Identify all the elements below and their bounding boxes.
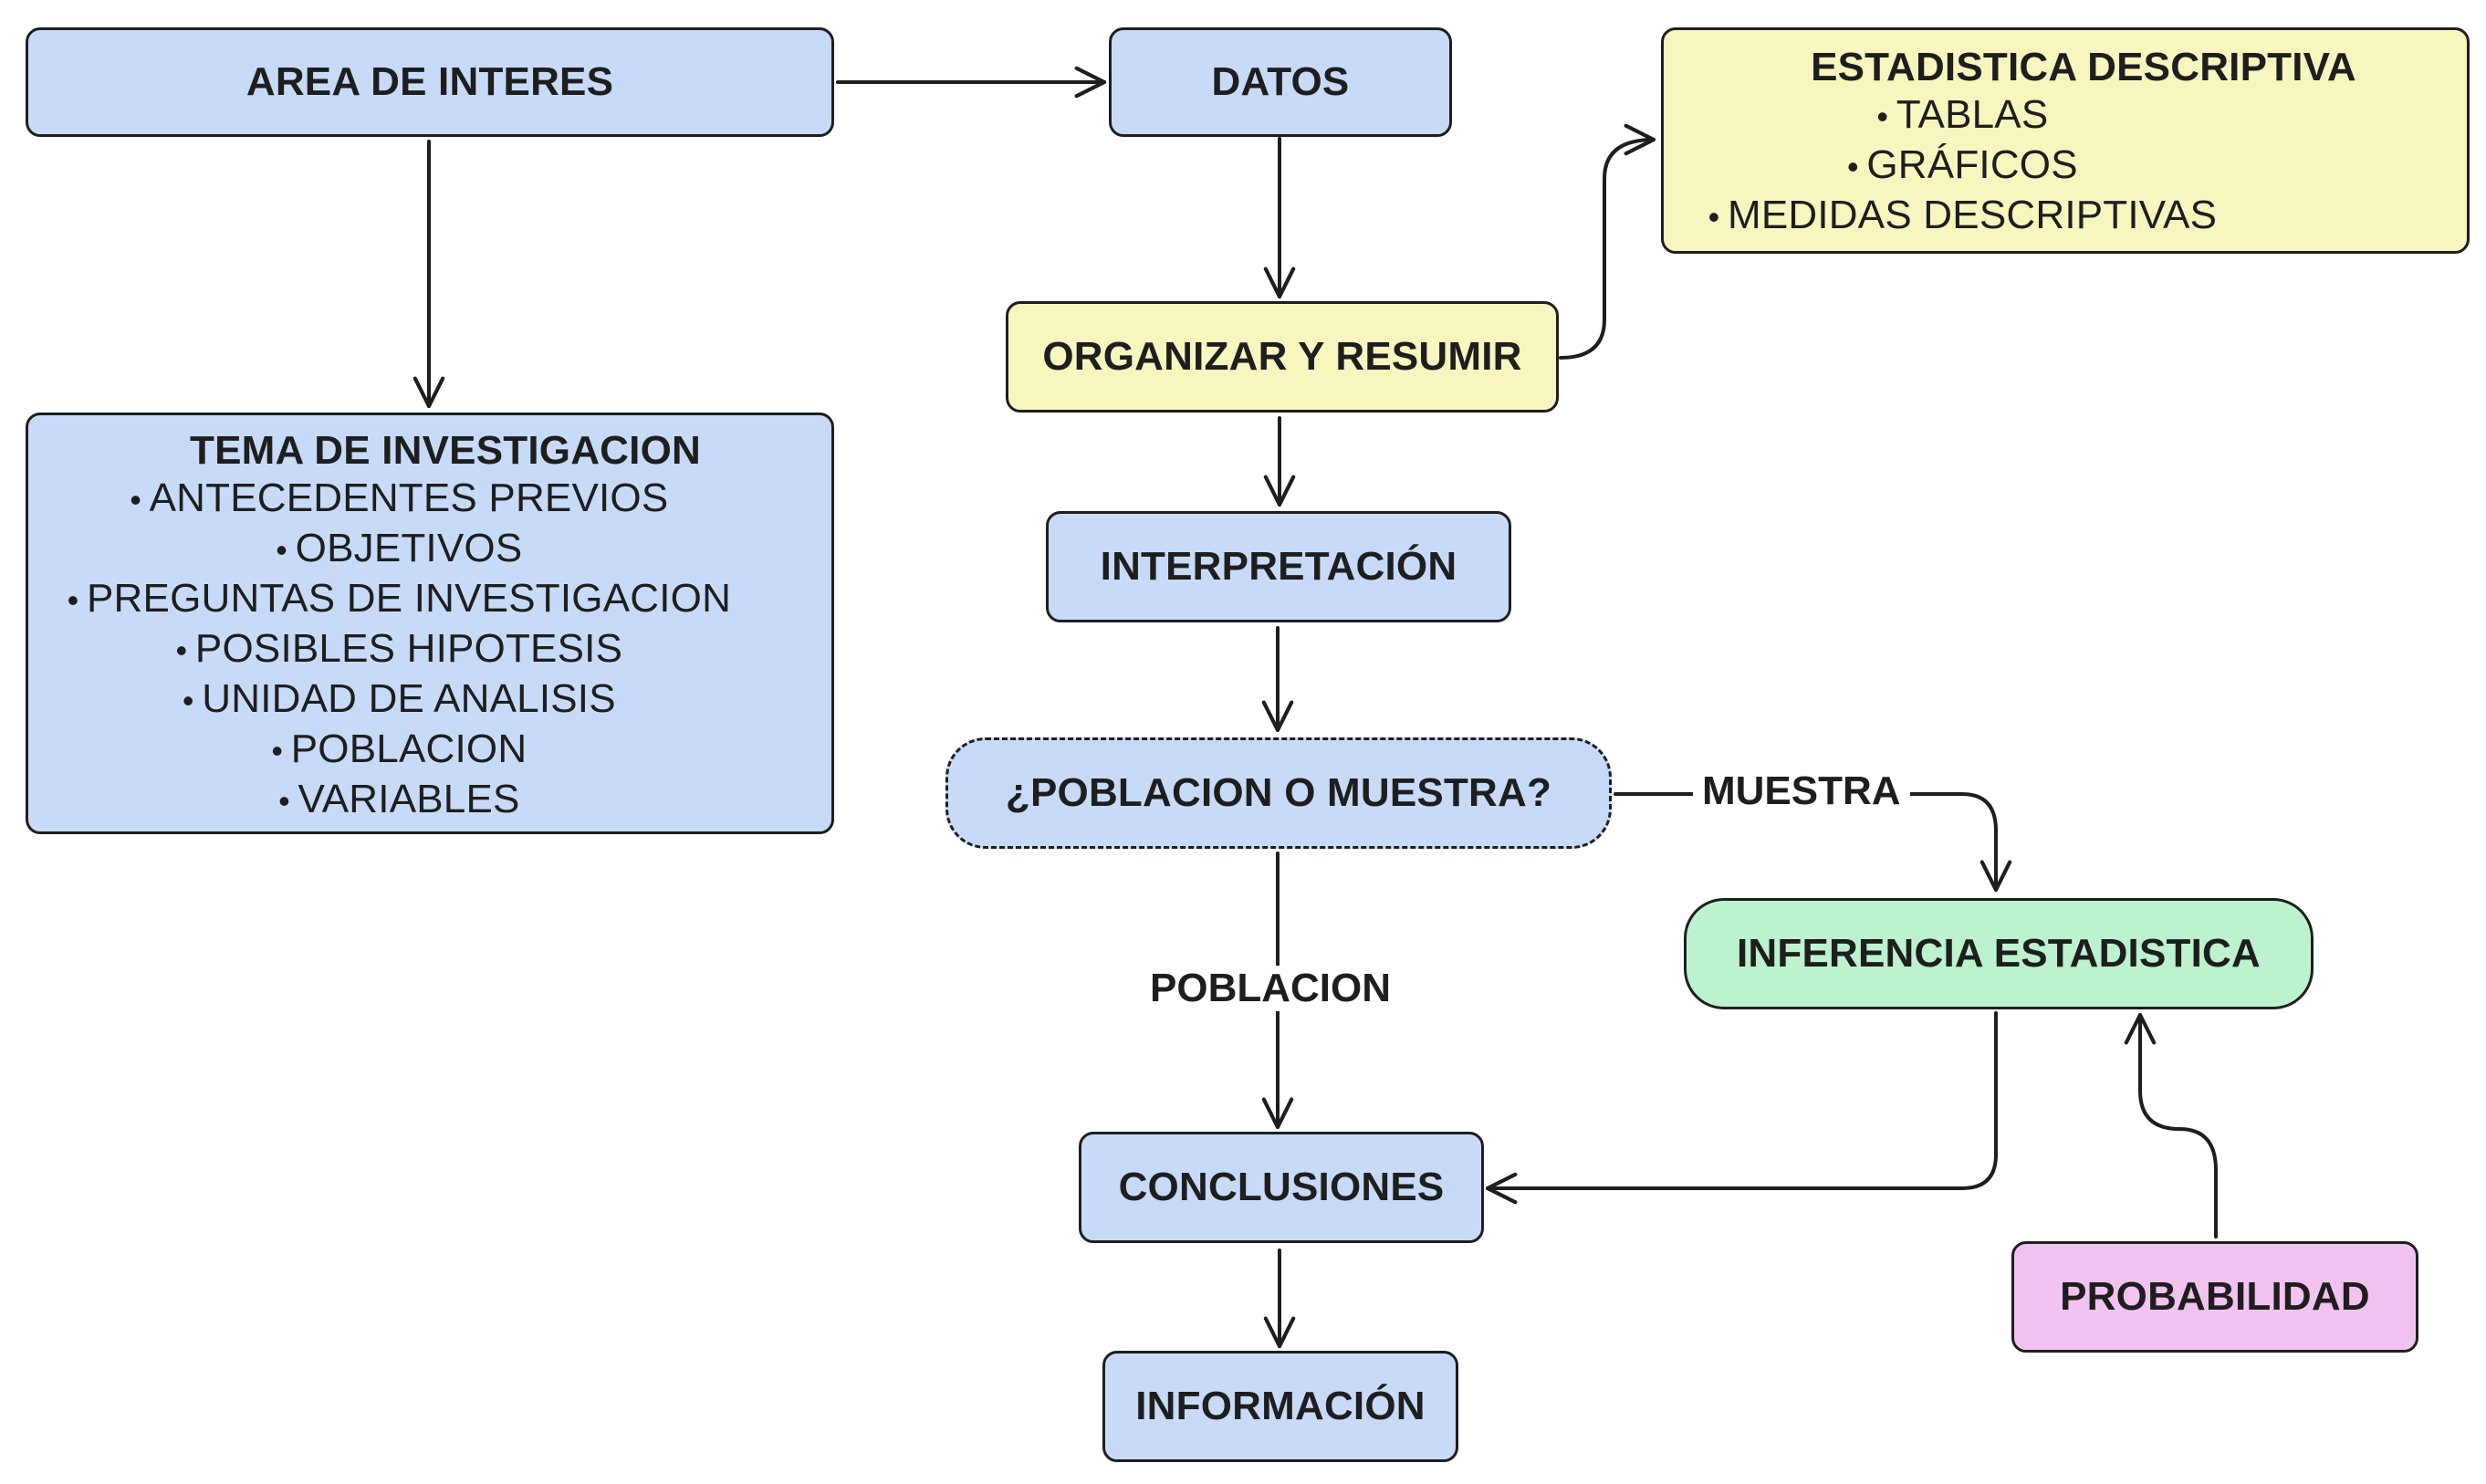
tema-de-investigacion-title: TEMA DE INVESTIGACION bbox=[190, 428, 701, 473]
interpretacion-node: INTERPRETACIÓN bbox=[1046, 511, 1511, 622]
area-de-interes-node: AREA DE INTERES bbox=[26, 27, 834, 137]
list-item: •POSIBLES HIPOTESIS bbox=[59, 624, 731, 674]
bullet-icon: • bbox=[67, 581, 79, 619]
tema-de-investigacion-list: •ANTECEDENTES PREVIOS •OBJETIVOS •PREGUN… bbox=[59, 474, 731, 825]
probabilidad-label: PROBABILIDAD bbox=[2060, 1274, 2370, 1319]
list-item: •OBJETIVOS bbox=[59, 524, 731, 574]
poblacion-o-muestra-label: ¿POBLACION O MUESTRA? bbox=[1005, 770, 1552, 815]
informacion-node: INFORMACIÓN bbox=[1102, 1351, 1458, 1462]
edge-label-muestra: MUESTRA bbox=[1693, 768, 1910, 814]
conclusiones-node: CONCLUSIONES bbox=[1079, 1132, 1484, 1243]
conclusiones-label: CONCLUSIONES bbox=[1118, 1165, 1445, 1209]
list-item: •UNIDAD DE ANALISIS bbox=[59, 674, 731, 725]
list-item: •VARIABLES bbox=[59, 775, 731, 825]
bullet-icon: • bbox=[130, 481, 142, 518]
arrow-organizar-to-estadistica bbox=[1559, 123, 1656, 360]
datos-node: DATOS bbox=[1109, 27, 1452, 137]
informacion-label: INFORMACIÓN bbox=[1135, 1384, 1426, 1428]
bullet-icon: • bbox=[278, 782, 290, 820]
area-de-interes-label: AREA DE INTERES bbox=[245, 59, 614, 104]
list-item: •ANTECEDENTES PREVIOS bbox=[59, 474, 731, 524]
poblacion-o-muestra-node: ¿POBLACION O MUESTRA? bbox=[945, 737, 1612, 849]
interpretacion-label: INTERPRETACIÓN bbox=[1100, 544, 1457, 589]
datos-label: DATOS bbox=[1211, 59, 1350, 104]
bullet-icon: • bbox=[276, 531, 288, 569]
bullet-icon: • bbox=[1846, 148, 1859, 185]
estadistica-descriptiva-title: ESTADISTICA DESCRIPTIVA bbox=[1811, 45, 2356, 89]
bullet-icon: • bbox=[182, 682, 194, 719]
edge-label-poblacion: POBLACION bbox=[1141, 966, 1400, 1011]
bullet-icon: • bbox=[271, 732, 284, 769]
list-item: •TABLAS bbox=[1700, 90, 2217, 141]
list-item: •POBLACION bbox=[59, 725, 731, 775]
inferencia-estadistica-node: INFERENCIA ESTADISTICA bbox=[1684, 898, 2314, 1009]
list-item: •MEDIDAS DESCRIPTIVAS bbox=[1700, 191, 2217, 241]
list-item: •PREGUNTAS DE INVESTIGACION bbox=[59, 574, 731, 624]
arrow-probabilidad-to-inferencia bbox=[2124, 1012, 2218, 1238]
bullet-icon: • bbox=[1708, 198, 1720, 235]
list-item: •GRÁFICOS bbox=[1700, 141, 2217, 191]
bullet-icon: • bbox=[1876, 98, 1889, 135]
arrow-poblacion-muestra-to-inferencia bbox=[1614, 792, 2012, 893]
estadistica-descriptiva-node: ESTADISTICA DESCRIPTIVA •TABLAS •GRÁFICO… bbox=[1661, 27, 2470, 254]
tema-de-investigacion-node: TEMA DE INVESTIGACION •ANTECEDENTES PREV… bbox=[26, 413, 834, 834]
bullet-icon: • bbox=[175, 632, 188, 669]
inferencia-estadistica-label: INFERENCIA ESTADISTICA bbox=[1737, 931, 2261, 976]
probabilidad-node: PROBABILIDAD bbox=[2011, 1241, 2418, 1353]
organizar-y-resumir-node: ORGANIZAR Y RESUMIR bbox=[1006, 301, 1559, 413]
estadistica-descriptiva-list: •TABLAS •GRÁFICOS •MEDIDAS DESCRIPTIVAS bbox=[1700, 90, 2217, 241]
arrow-inferencia-to-conclusiones bbox=[1485, 1011, 1998, 1205]
organizar-y-resumir-label: ORGANIZAR Y RESUMIR bbox=[1042, 334, 1522, 379]
